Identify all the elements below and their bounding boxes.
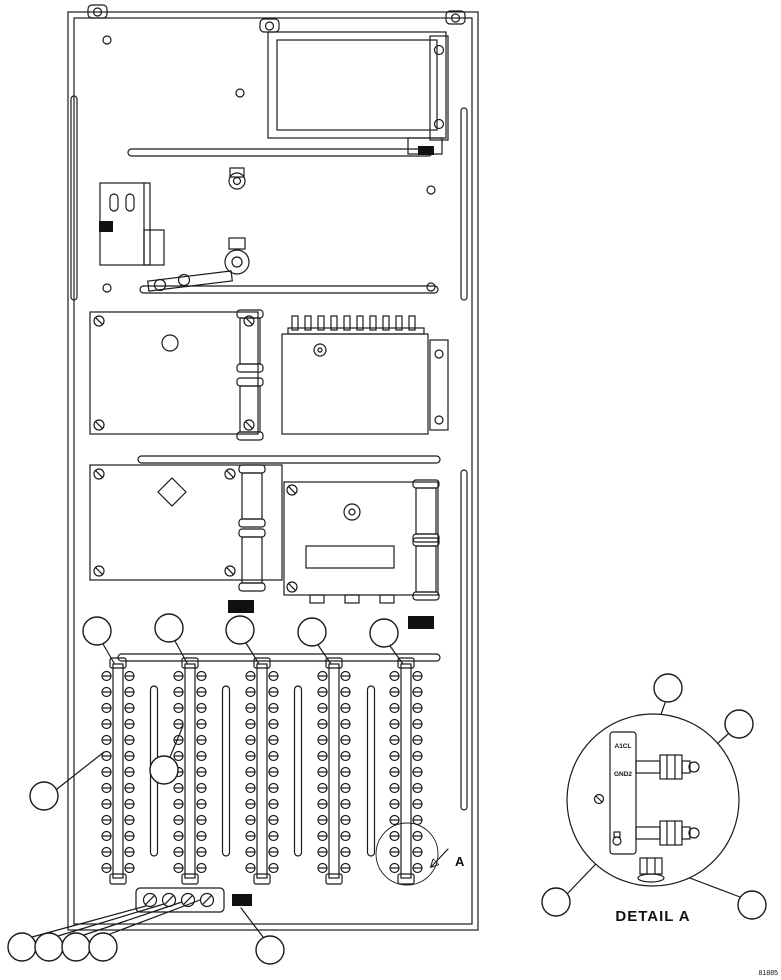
callout-balloon [7, 932, 37, 962]
callout-balloon [653, 673, 683, 703]
relay-module-2 [89, 464, 283, 592]
callout-balloon [154, 613, 184, 643]
stud-row [291, 315, 416, 331]
id-label [232, 894, 252, 906]
figure-part-code: 81885 [759, 970, 779, 977]
nameplate [305, 545, 395, 569]
id-label [418, 146, 434, 155]
callout-balloon [369, 618, 399, 648]
callout-balloon [297, 617, 327, 647]
transformer-assembly [267, 31, 449, 155]
diamond-emblem [157, 477, 187, 507]
id-label [408, 616, 434, 629]
vertical-duct-left [70, 95, 78, 301]
callout-balloon [29, 781, 59, 811]
detail-circle [566, 713, 740, 887]
callout-balloons [7, 613, 767, 965]
diagonal-brace [147, 270, 233, 292]
detail-ref-arrow [431, 848, 449, 867]
vertical-duct-right-lower [460, 469, 468, 811]
callout-balloon [149, 755, 179, 785]
callout-balloon [541, 887, 571, 917]
mounting-bracket-plate [99, 182, 165, 266]
plate-label-bottom: GND2 [614, 771, 632, 778]
contactor-module [283, 479, 440, 604]
id-label [228, 600, 254, 613]
transformer-bracket [429, 35, 449, 141]
detail-a-view: A1CL GND2 [566, 713, 740, 925]
horizontal-duct-2 [139, 285, 439, 294]
detail-boundary-circle [375, 822, 439, 886]
bottom-connector-plate [135, 887, 225, 913]
panel-mounting-holes [102, 35, 436, 293]
wire-ducts-between-strips [149, 685, 376, 857]
callout-balloon [255, 935, 285, 965]
callout-balloon [225, 615, 255, 645]
terminal-stud-top [635, 754, 700, 780]
plate-label-top: A1CL [615, 743, 632, 750]
horizontal-duct-3 [137, 455, 441, 464]
detail-ref-letter: A [455, 854, 465, 869]
small-bolt [612, 831, 622, 846]
hex-bolt [228, 167, 246, 190]
panel-mounting-tabs [87, 4, 466, 33]
vertical-duct-right-upper [460, 107, 468, 301]
relay-module-1 [89, 309, 264, 441]
callout-balloon [82, 616, 112, 646]
terminal-stud-bottom [635, 820, 700, 846]
detail-terminal-plate: A1CL GND2 [609, 731, 637, 855]
callout-balloon [34, 932, 64, 962]
module-bracket [429, 339, 449, 431]
back-panel [67, 4, 479, 931]
callout-balloon [61, 932, 91, 962]
terminal-block-module [281, 315, 449, 435]
mounting-bolt [637, 857, 665, 883]
callout-leader-lines [31, 640, 741, 938]
detail-a-caption: DETAIL A [615, 908, 690, 925]
callout-balloon [737, 890, 767, 920]
id-label [99, 221, 113, 232]
callout-balloon [724, 709, 754, 739]
callout-balloon [88, 932, 118, 962]
control-knob [224, 237, 250, 275]
ground-screw [593, 793, 605, 805]
